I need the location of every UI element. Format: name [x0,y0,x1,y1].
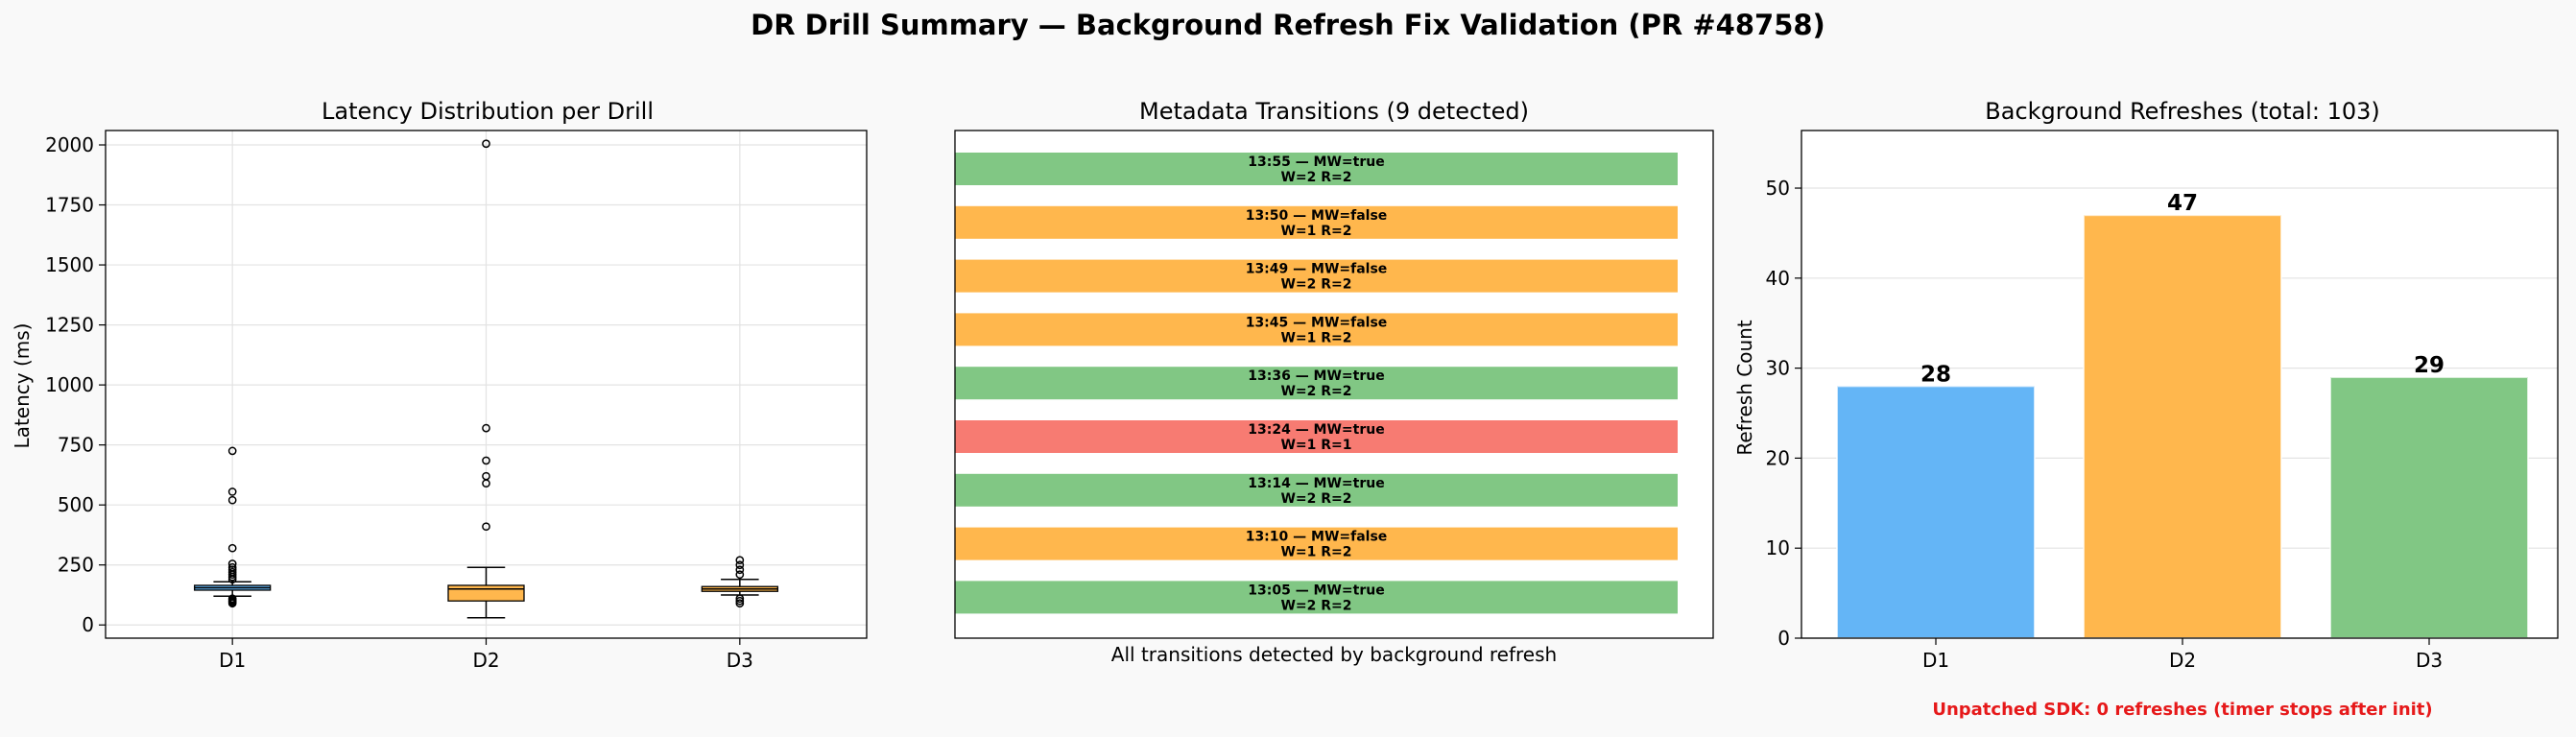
transition-sublabel: W=2 R=2 [1280,277,1351,293]
refresh-plot-frame [1801,130,2559,639]
latency-y-tick-label: 1000 [45,373,94,396]
refresh-bar-panel: Background Refreshes (total: 103) Refres… [1733,98,2559,720]
transitions-plot-frame [954,130,1714,639]
transition-label: 13:55 — MW=true [1248,155,1384,170]
transition-bar [955,259,1678,293]
transition-label: 13:50 — MW=false [1246,208,1388,224]
refresh-bar-value-label: 28 [1920,362,1951,387]
transition-sublabel: W=1 R=2 [1280,545,1351,560]
transition-bar [955,367,1678,400]
latency-outlier-point [227,487,237,496]
metadata-transitions-panel: Metadata Transitions (9 detected) All tr… [954,98,1714,666]
transition-label: 13:14 — MW=true [1248,476,1384,491]
transition-label: 13:10 — MW=false [1246,530,1388,545]
transition-bar [955,581,1678,614]
transition-label: 13:05 — MW=true [1248,582,1384,598]
refresh-chart-title: Background Refreshes (total: 103) [1985,98,2379,125]
refresh-y-tick-label: 50 [1766,177,1790,200]
latency-outlier-point [735,599,745,608]
transition-sublabel: W=1 R=2 [1280,224,1351,239]
refresh-y-tick-label: 0 [1777,627,1790,650]
latency-boxplot-panel: Latency Distribution per Drill Latency (… [11,98,868,672]
latency-outlier-point [227,572,237,582]
latency-outlier-point [227,570,237,580]
latency-chart-title: Latency Distribution per Drill [322,98,654,125]
refresh-bar-d1 [1836,385,2036,639]
transition-sublabel: W=1 R=1 [1280,438,1351,453]
latency-outlier-point [227,575,237,584]
latency-outlier-point [482,423,490,433]
transition-label: 13:49 — MW=false [1246,262,1388,277]
transition-bar [955,205,1678,239]
transition-label: 13:45 — MW=false [1246,315,1388,330]
transition-label: 13:36 — MW=true [1248,368,1384,384]
latency-outlier-point [227,495,237,505]
latency-x-tick-label: D3 [727,649,753,672]
transition-bar [955,420,1678,453]
transition-sublabel: W=2 R=2 [1280,598,1351,613]
refresh-y-tick-label: 30 [1766,357,1790,380]
transitions-chart-title: Metadata Transitions (9 detected) [1139,98,1529,125]
transition-bar [955,153,1678,185]
refresh-y-axis-label: Refresh Count [1733,320,1756,455]
latency-y-tick-label: 1750 [45,194,94,217]
transition-label: 13:24 — MW=true [1248,422,1384,438]
latency-outlier-point [227,599,237,608]
refresh-bar-value-label: 47 [2167,191,2198,216]
transition-sublabel: W=1 R=2 [1280,330,1351,345]
latency-outlier-point [735,556,745,565]
transition-bar [955,313,1678,346]
latency-y-tick-label: 0 [82,613,94,636]
refresh-bar-value-label: 29 [2414,353,2445,378]
transitions-x-axis-label: All transitions detected by background r… [1111,643,1557,666]
refresh-y-tick-label: 10 [1766,536,1790,559]
refresh-bar-d2 [2083,214,2282,640]
latency-y-tick-label: 750 [58,434,94,457]
latency-outlier-point [227,559,237,568]
latency-outlier-point [735,594,745,604]
transition-sublabel: W=2 R=2 [1280,170,1351,185]
transition-bar [955,527,1678,560]
latency-y-tick-label: 1500 [45,253,94,276]
latency-outlier-point [227,543,237,553]
refresh-x-tick-label: D1 [1922,649,1949,672]
refresh-x-tick-label: D2 [2169,649,2196,672]
transition-sublabel: W=2 R=2 [1280,384,1351,399]
latency-box-d2 [447,584,525,602]
latency-x-tick-label: D1 [219,649,246,672]
refresh-y-tick-label: 40 [1766,267,1790,290]
latency-y-tick-label: 250 [58,554,94,577]
latency-outlier-point [735,570,745,580]
transition-bar [955,473,1678,507]
latency-outlier-point [482,522,490,532]
transition-sublabel: W=2 R=2 [1280,491,1351,507]
latency-y-tick-label: 1250 [45,314,94,337]
latency-outlier-point [735,560,745,570]
latency-outlier-point [482,479,490,488]
refresh-bar-d3 [2329,375,2529,639]
refresh-y-tick-label: 20 [1766,446,1790,469]
latency-outlier-point [227,446,237,456]
latency-x-tick-label: D2 [472,649,499,672]
unpatched-sdk-note: Unpatched SDK: 0 refreshes (timer stops … [1932,700,2432,720]
latency-y-axis-label: Latency (ms) [11,323,34,449]
latency-outlier-point [482,456,490,465]
latency-outlier-point [482,139,490,149]
figure-suptitle: DR Drill Summary — Background Refresh Fi… [751,9,1825,41]
refresh-x-tick-label: D3 [2416,649,2443,672]
latency-outlier-point [735,565,745,575]
latency-outlier-point [735,596,745,606]
latency-y-tick-label: 2000 [45,133,94,156]
latency-y-tick-label: 500 [58,493,94,516]
